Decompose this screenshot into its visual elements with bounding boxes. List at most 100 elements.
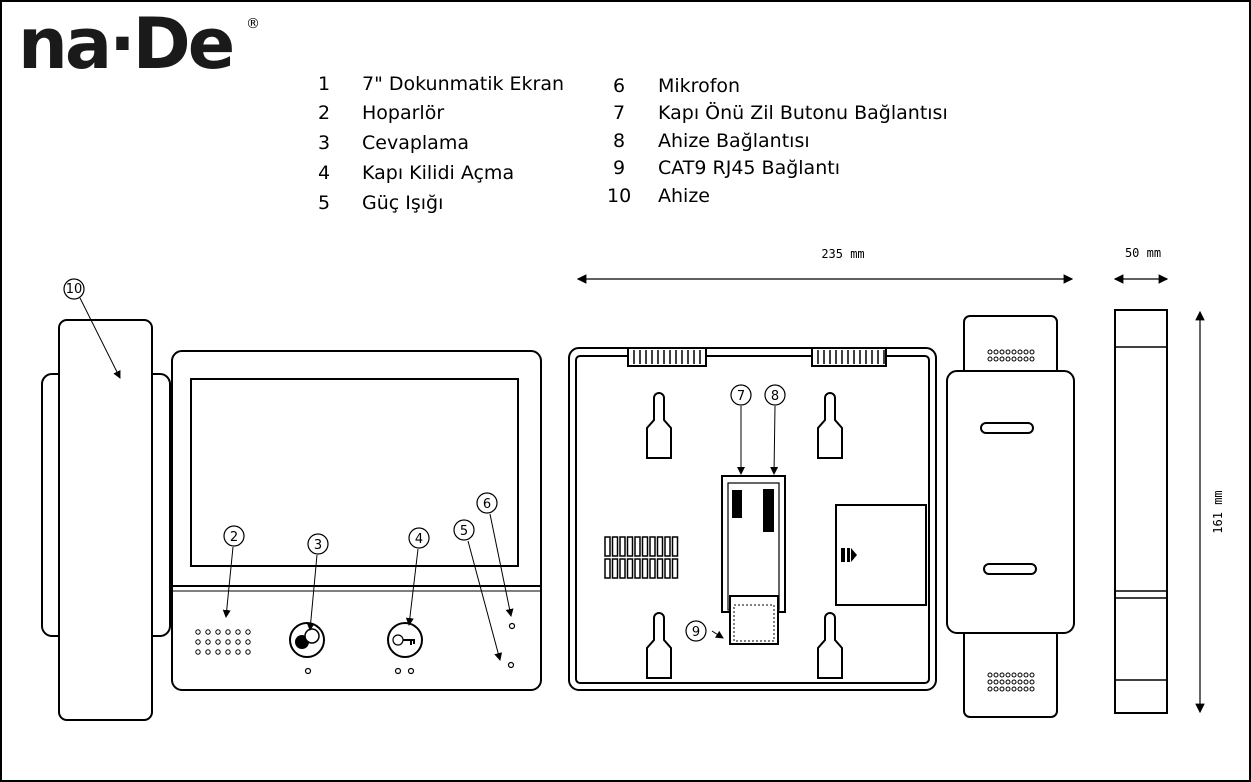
speaker-hole xyxy=(235,649,241,655)
speaker-hole xyxy=(993,356,999,362)
speaker-hole xyxy=(195,639,201,645)
legend-num: 5 xyxy=(318,192,330,214)
wall-mount-hanger xyxy=(646,612,672,679)
speaker-hole xyxy=(1023,686,1029,692)
legend-label: Kapı Kilidi Açma xyxy=(362,162,514,184)
legend-label: 7" Dokunmatik Ekran xyxy=(362,73,564,95)
dimension-label: 161 mm xyxy=(1211,490,1225,533)
callout-2: 2 xyxy=(230,530,238,545)
legend-label: Hoparlör xyxy=(362,102,444,124)
vent-slot xyxy=(611,536,619,557)
vent-slot xyxy=(656,536,664,557)
speaker-hole xyxy=(225,629,231,635)
connector-module xyxy=(721,475,786,613)
legend-label: Cevaplama xyxy=(362,132,469,154)
speaker-hole xyxy=(993,349,999,355)
speaker-hole xyxy=(999,679,1005,685)
speaker-hole xyxy=(1023,679,1029,685)
vent-slot xyxy=(634,536,641,557)
vent-slot xyxy=(671,536,679,557)
speaker-hole xyxy=(1023,672,1029,678)
speaker-hole xyxy=(987,356,993,362)
speaker-hole xyxy=(1011,686,1017,692)
speaker-hole xyxy=(993,686,999,692)
legend-num: 4 xyxy=(318,162,330,184)
speaker-hole xyxy=(1017,672,1023,678)
dimension-label: 235 mm xyxy=(821,247,864,261)
callout-6: 6 xyxy=(483,497,491,512)
vent-slot xyxy=(671,558,679,579)
vent-slot xyxy=(604,558,611,579)
legend-num: 9 xyxy=(613,157,625,179)
rj45-port xyxy=(729,595,779,645)
vent-slots xyxy=(604,536,679,579)
speaker-hole xyxy=(1017,356,1023,362)
vent-slot xyxy=(604,536,611,557)
speaker-hole xyxy=(1011,356,1017,362)
speaker-hole xyxy=(1017,679,1023,685)
speaker-hole xyxy=(999,686,1005,692)
speaker-hole xyxy=(993,679,999,685)
monitor-front: 2 3 4 5 6 xyxy=(171,350,542,691)
vent-slot xyxy=(664,536,671,557)
legend-num: 6 xyxy=(613,75,625,97)
logo-text: na·De xyxy=(18,3,233,85)
speaker-hole xyxy=(987,349,993,355)
handset-connector xyxy=(763,489,774,532)
speaker-hole xyxy=(235,639,241,645)
vent-slot xyxy=(626,558,634,579)
callout-7: 7 xyxy=(737,389,745,404)
speaker-hole xyxy=(205,649,211,655)
speaker-hole xyxy=(1011,679,1017,685)
registered-mark: ® xyxy=(246,16,260,32)
speaker-hole xyxy=(245,649,251,655)
legend-label: Güç Işığı xyxy=(362,192,443,214)
side-view-profile xyxy=(1114,309,1168,714)
wall-mount-hanger xyxy=(817,612,843,679)
speaker-hole xyxy=(225,649,231,655)
legend-label: Ahize xyxy=(658,185,710,207)
speaker-hole xyxy=(1005,686,1011,692)
vent-slot xyxy=(619,536,626,557)
speaker-hole xyxy=(245,639,251,645)
speaker-hole xyxy=(1005,679,1011,685)
legend-num: 8 xyxy=(613,130,625,152)
vent-slot xyxy=(649,536,656,557)
dimension-width: 235 mm xyxy=(576,247,1074,284)
legend-label: CAT9 RJ45 Bağlantı xyxy=(658,157,840,179)
vent-slot xyxy=(664,558,671,579)
speaker-hole xyxy=(1029,349,1035,355)
legend-label: Kapı Önü Zil Butonu Bağlantısı xyxy=(658,101,948,124)
speaker-hole xyxy=(1005,356,1011,362)
speaker-hole xyxy=(195,629,201,635)
callout-4: 4 xyxy=(415,532,423,547)
speaker-hole xyxy=(195,649,201,655)
speaker-hole xyxy=(1029,679,1035,685)
touch-screen xyxy=(190,378,519,567)
speaker-hole xyxy=(205,639,211,645)
handset: 10 xyxy=(41,278,171,721)
dimension-height: 161 mm xyxy=(1195,310,1225,714)
vent-slot xyxy=(641,558,649,579)
speaker-hole xyxy=(987,679,993,685)
speaker-hole xyxy=(215,649,221,655)
arrow-icon xyxy=(841,548,857,562)
speaker-hole xyxy=(1005,672,1011,678)
legend: 1 7" Dokunmatik Ekran 2 Hoparlör 3 Cevap… xyxy=(318,73,948,214)
speaker-hole xyxy=(205,629,211,635)
legend-num: 10 xyxy=(607,185,631,207)
doorbell-connector xyxy=(732,490,742,518)
legend-num: 7 xyxy=(613,102,625,124)
legend-num: 1 xyxy=(318,73,330,95)
speaker-hole xyxy=(1029,686,1035,692)
dimension-label: 50 mm xyxy=(1125,246,1161,260)
vent-slot xyxy=(649,558,656,579)
vent-slot xyxy=(619,558,626,579)
side-view-handset xyxy=(946,315,1075,718)
callout-3: 3 xyxy=(314,538,322,553)
vent-slot xyxy=(634,558,641,579)
power-led xyxy=(507,661,515,669)
vent-slot xyxy=(626,536,634,557)
wall-mount-hanger xyxy=(646,392,672,459)
speaker-hole xyxy=(1023,356,1029,362)
